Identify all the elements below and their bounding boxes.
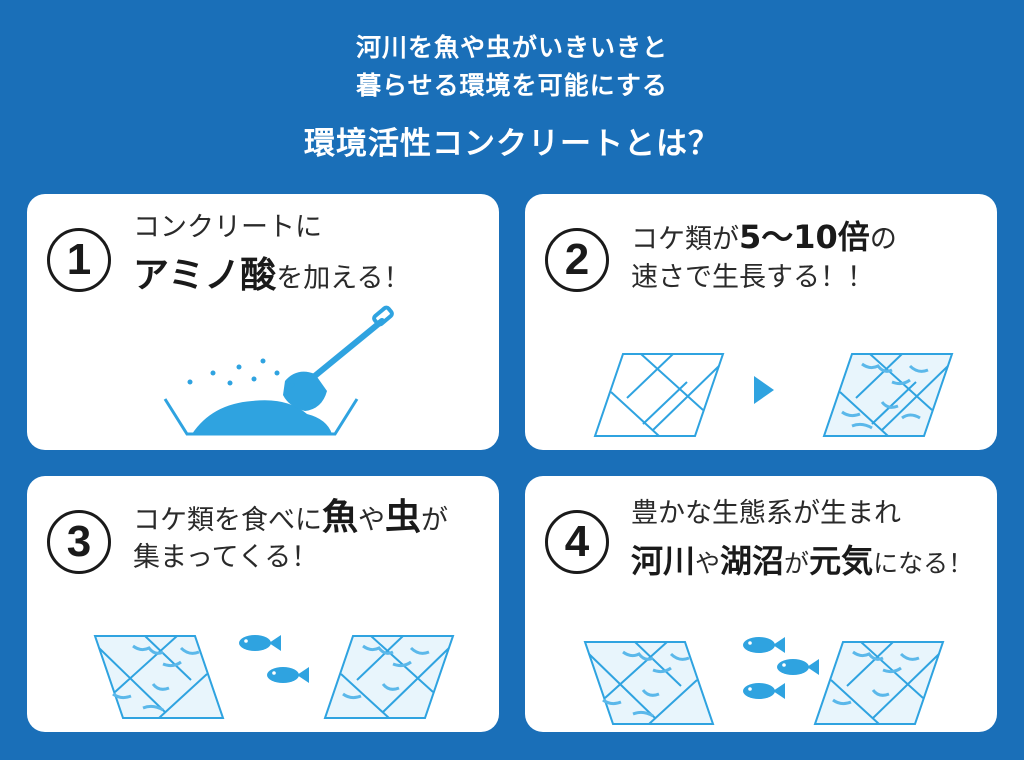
concrete-block-moss-left-icon [583, 641, 715, 725]
step-number-1: 1 [47, 228, 111, 292]
fish-icon [743, 637, 785, 653]
card3-fish: 魚 [322, 497, 359, 538]
card2-line2: 速さで生長する！！ [631, 262, 874, 293]
card3-line1: コケ類を食べに魚や虫が [133, 492, 448, 544]
card4-line2-b: が [784, 549, 810, 578]
card2-line1: コケ類が5〜10倍の [631, 214, 897, 260]
page-title: 環境活性コンクリートとは？ [304, 126, 720, 162]
card3-line1-c: が [421, 505, 449, 536]
card3-line1-a: コケ類を食べに [133, 505, 322, 536]
arrow-right-icon [754, 376, 774, 404]
card-moss-growth: 2 コケ類が5〜10倍の 速さで生長する！！ [525, 194, 997, 450]
step-number-4: 4 [545, 510, 609, 574]
header-line-1: 河川を魚や虫がいきいきと [355, 33, 668, 62]
card4-line2: 河川や湖沼が元気になる！ [631, 538, 973, 584]
card4-line2-a: や [695, 549, 721, 578]
card-amino-acid: 1 コンクリートに アミノ酸を加える！ [27, 194, 499, 450]
card-fish-insects: 3 コケ類を食べに魚や虫が 集まってくる！ [27, 476, 499, 732]
card1-line1: コンクリートに [133, 212, 322, 243]
card4-lake: 湖沼 [720, 542, 785, 580]
concrete-block-moss-right-icon [813, 641, 945, 725]
fish-icon [777, 659, 819, 675]
card4-energy: 元気 [809, 542, 874, 580]
step-number-2: 2 [545, 228, 609, 292]
card3-line1-b: や [358, 505, 386, 536]
fish-icon [743, 683, 785, 699]
card2-line1-b: の [869, 224, 897, 255]
card1-line2: アミノ酸を加える！ [133, 250, 410, 302]
shovel-mixing-icon [163, 305, 394, 436]
concrete-block-moss-icon [822, 353, 954, 437]
card1-amino-acid: アミノ酸 [133, 255, 277, 296]
concrete-block-plain-icon [593, 353, 725, 437]
card4-line2-c: になる！ [873, 549, 974, 578]
step-number-3: 3 [47, 510, 111, 574]
card3-insect: 虫 [385, 497, 422, 538]
concrete-block-moss-left-icon [93, 635, 225, 719]
card2-rate: 5〜10倍 [739, 218, 870, 256]
card-ecosystem: 4 豊かな生態系が生まれ 河川や湖沼が元気になる！ [525, 476, 997, 732]
card4-river: 河川 [631, 542, 696, 580]
fish-icon [267, 667, 309, 683]
concrete-block-moss-right-icon [323, 635, 455, 719]
card3-line2: 集まってくる！ [133, 542, 319, 573]
card4-line1: 豊かな生態系が生まれ [631, 498, 901, 529]
card1-line2-rest: を加える！ [276, 263, 411, 294]
header-line-2: 暮らせる環境を可能にする [356, 71, 668, 100]
card2-line1-a: コケ類が [631, 224, 739, 255]
fish-icon [239, 635, 281, 651]
